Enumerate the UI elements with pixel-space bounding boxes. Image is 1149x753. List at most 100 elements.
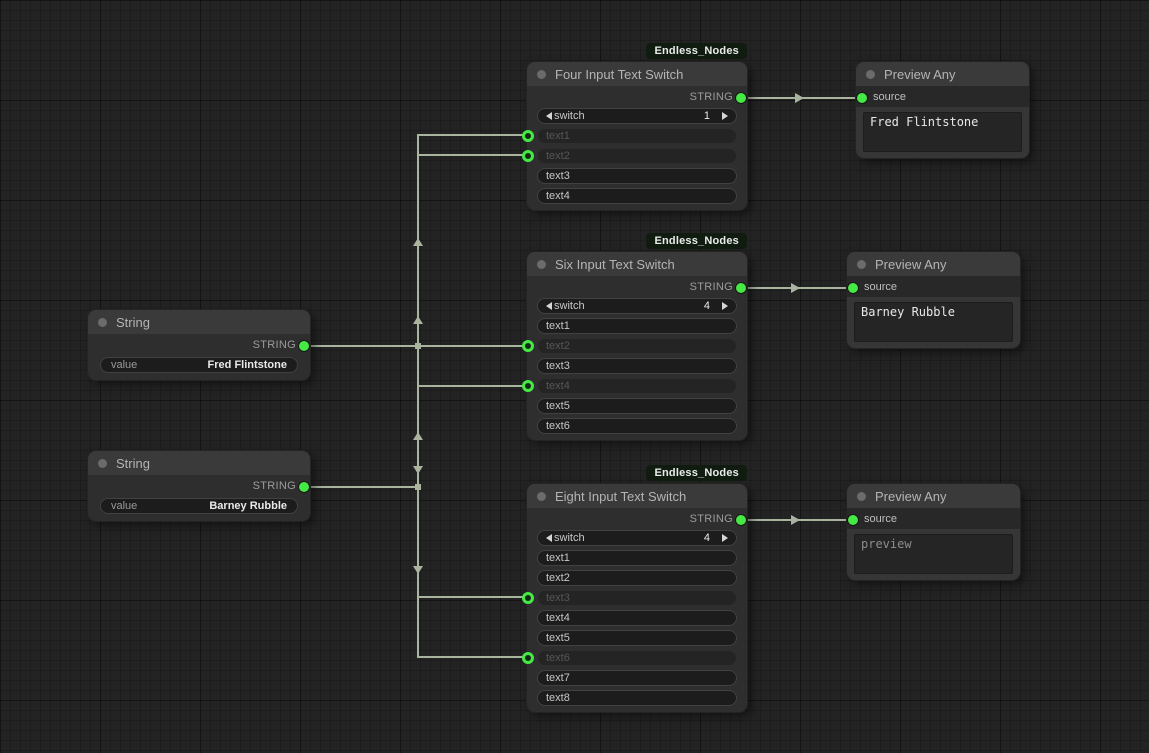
node-title: Preview Any <box>884 66 956 82</box>
switch-widget[interactable]: switch 4 <box>537 530 737 546</box>
node-title-bar[interactable]: Preview Any <box>856 62 1029 86</box>
port-input-preview1-source[interactable] <box>857 93 867 103</box>
widget-text5[interactable]: text5 <box>537 398 737 414</box>
value-widget[interactable]: value Fred Flintstone <box>100 357 298 373</box>
widget-text2[interactable]: text2 <box>537 148 737 164</box>
node-string-1[interactable]: String STRING value Fred Flintstone <box>88 310 310 380</box>
port-input-switch8-text6[interactable] <box>522 652 534 664</box>
widget-label: text2 <box>546 572 570 584</box>
wire-arrow-right-icon <box>795 93 804 103</box>
widget-text8[interactable]: text8 <box>537 690 737 706</box>
port-output-string2[interactable] <box>299 482 309 492</box>
preview-textarea[interactable]: Barney Rubble <box>854 302 1013 342</box>
port-output-switch6[interactable] <box>736 283 746 293</box>
widget-text1[interactable]: text1 <box>537 128 737 144</box>
node-title-bar[interactable]: String <box>88 310 310 334</box>
switch-widget[interactable]: switch 1 <box>537 108 737 124</box>
collapse-dot-icon[interactable] <box>866 69 875 79</box>
link-wire-string2-to-trunk <box>306 486 418 488</box>
value-widget[interactable]: value Barney Rubble <box>100 498 298 514</box>
widget-label: text2 <box>546 150 570 162</box>
output-label: STRING <box>689 91 733 103</box>
widget-text3[interactable]: text3 <box>537 358 737 374</box>
port-input-switch6-text2[interactable] <box>522 340 534 352</box>
link-wire-trunk <box>417 134 419 658</box>
node-preview-any-3[interactable]: Preview Any source preview <box>847 484 1020 580</box>
node-title-bar[interactable]: String <box>88 451 310 475</box>
widget-label: value <box>111 359 138 371</box>
port-output-switch4[interactable] <box>736 93 746 103</box>
node-title-bar[interactable]: Four Input Text Switch <box>527 62 747 86</box>
decrement-arrow-icon[interactable] <box>546 112 552 120</box>
wire-arrow-down-icon <box>413 566 423 574</box>
widget-text4[interactable]: text4 <box>537 188 737 204</box>
link-wire-trunk-to-switch8-text3 <box>417 596 528 598</box>
preview-textarea[interactable]: preview <box>854 534 1013 574</box>
wire-arrow-right-icon <box>791 283 800 293</box>
node-title: Eight Input Text Switch <box>555 488 687 504</box>
node-title: String <box>116 455 150 471</box>
node-six-input-text-switch[interactable]: Six Input Text Switch STRING switch 4 te… <box>527 252 747 440</box>
collapse-dot-icon[interactable] <box>537 259 546 269</box>
input-slot-band <box>856 86 1029 107</box>
node-title-bar[interactable]: Eight Input Text Switch <box>527 484 747 508</box>
widget-text6[interactable]: text6 <box>537 650 737 666</box>
node-four-input-text-switch[interactable]: Four Input Text Switch STRING switch 1 t… <box>527 62 747 210</box>
output-label: STRING <box>252 339 296 351</box>
node-title-bar[interactable]: Preview Any <box>847 252 1020 276</box>
widget-text2[interactable]: text2 <box>537 338 737 354</box>
port-input-preview2-source[interactable] <box>848 283 858 293</box>
widget-label: text3 <box>546 170 570 182</box>
node-preview-any-1[interactable]: Preview Any source Fred Flintstone <box>856 62 1029 158</box>
widget-text2[interactable]: text2 <box>537 570 737 586</box>
widget-label: text8 <box>546 692 570 704</box>
widget-label: text6 <box>546 652 570 664</box>
port-input-switch6-text4[interactable] <box>522 380 534 392</box>
node-title: Four Input Text Switch <box>555 66 684 82</box>
widget-text1[interactable]: text1 <box>537 318 737 334</box>
collapse-dot-icon[interactable] <box>98 317 107 327</box>
preview-textarea[interactable]: Fred Flintstone <box>863 112 1022 152</box>
widget-label: text4 <box>546 612 570 624</box>
increment-arrow-icon[interactable] <box>722 112 728 120</box>
increment-arrow-icon[interactable] <box>722 302 728 310</box>
port-input-switch8-text3[interactable] <box>522 592 534 604</box>
port-output-switch8[interactable] <box>736 515 746 525</box>
collapse-dot-icon[interactable] <box>537 69 546 79</box>
widget-text5[interactable]: text5 <box>537 630 737 646</box>
widget-label: text4 <box>546 380 570 392</box>
output-label: STRING <box>689 513 733 525</box>
wire-arrow-down-icon <box>413 466 423 474</box>
widget-text3[interactable]: text3 <box>537 590 737 606</box>
switch-widget-value: 4 <box>703 300 710 312</box>
port-input-preview3-source[interactable] <box>848 515 858 525</box>
node-string-2[interactable]: String STRING value Barney Rubble <box>88 451 310 521</box>
switch-widget-label: switch <box>554 532 585 544</box>
decrement-arrow-icon[interactable] <box>546 534 552 542</box>
node-title-bar[interactable]: Six Input Text Switch <box>527 252 747 276</box>
widget-text3[interactable]: text3 <box>537 168 737 184</box>
node-title-bar[interactable]: Preview Any <box>847 484 1020 508</box>
widget-text6[interactable]: text6 <box>537 418 737 434</box>
collapse-dot-icon[interactable] <box>98 458 107 468</box>
port-input-switch4-text1[interactable] <box>522 130 534 142</box>
collapse-dot-icon[interactable] <box>537 491 546 501</box>
widget-text7[interactable]: text7 <box>537 670 737 686</box>
widget-text4[interactable]: text4 <box>537 610 737 626</box>
collapse-dot-icon[interactable] <box>857 259 866 269</box>
port-output-string1[interactable] <box>299 341 309 351</box>
decrement-arrow-icon[interactable] <box>546 302 552 310</box>
node-preview-any-2[interactable]: Preview Any source Barney Rubble <box>847 252 1020 348</box>
increment-arrow-icon[interactable] <box>722 534 728 542</box>
switch-widget[interactable]: switch 4 <box>537 298 737 314</box>
port-input-switch4-text2[interactable] <box>522 150 534 162</box>
node-eight-input-text-switch[interactable]: Eight Input Text Switch STRING switch 4 … <box>527 484 747 712</box>
widget-label: text1 <box>546 130 570 142</box>
input-slot-band <box>847 276 1020 297</box>
node-badge: Endless_Nodes <box>646 233 747 249</box>
collapse-dot-icon[interactable] <box>857 491 866 501</box>
widget-value: Fred Flintstone <box>207 359 287 371</box>
widget-text4[interactable]: text4 <box>537 378 737 394</box>
widget-text1[interactable]: text1 <box>537 550 737 566</box>
